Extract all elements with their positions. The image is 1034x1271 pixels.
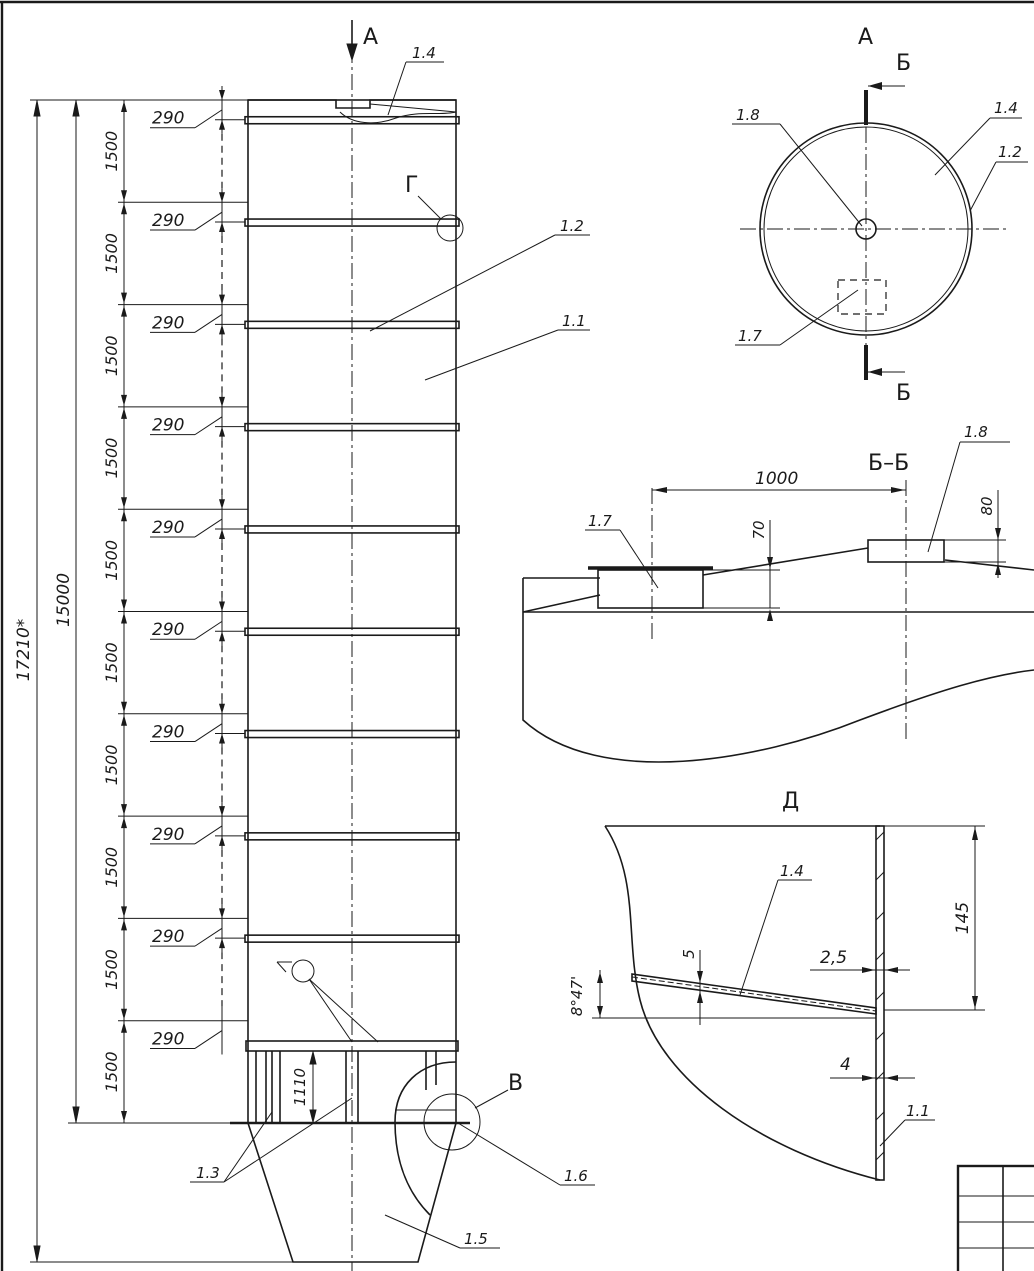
ring-offset-dimension: 290 <box>152 313 184 333</box>
section-spacing-dimension: 1500 <box>102 642 121 683</box>
ring-offset-dimension: 290 <box>152 109 184 129</box>
detail-v-label: В <box>508 1071 523 1096</box>
section-spacing-dimension: 1500 <box>102 131 121 172</box>
section-spacing-dimension: 1500 <box>102 745 121 786</box>
top-label-nozzle: 1.8 <box>736 106 760 124</box>
detail-wall-dimension: 4 <box>840 1055 851 1075</box>
section-label-hatch: 1.7 <box>588 512 612 530</box>
section-distance-dimension: 1000 <box>755 469 798 489</box>
section-bb: Б–Б 1000 70 80 1.7 <box>522 423 1034 763</box>
section-spacing-dimension: 1500 <box>102 335 121 376</box>
detail-d-title: Д <box>782 789 799 814</box>
ring-offset-dimension: 290 <box>152 927 184 947</box>
view-a-title: А <box>858 25 873 50</box>
ring-offset-dimension: 290 <box>152 620 184 640</box>
section-spacing-dimension: 1500 <box>102 438 121 479</box>
ring-offset-dimension: 290 <box>152 518 184 538</box>
part-label-cone: 1.5 <box>464 1230 488 1248</box>
ring-offset-dimension: 290 <box>152 211 184 231</box>
top-label-roof: 1.4 <box>994 99 1018 117</box>
part-label-shell: 1.1 <box>562 312 586 330</box>
part-label-pipe: 1.6 <box>564 1167 588 1185</box>
detail-plate-dimension: 5 <box>680 949 698 959</box>
detail-d-marker <box>291 959 315 983</box>
ring-offset-dimension: 290 <box>152 825 184 845</box>
support-ring <box>245 1040 459 1052</box>
section-spacing-dimension: 1500 <box>102 233 121 274</box>
detail-label-roof: 1.4 <box>780 862 804 880</box>
detail-v-marker <box>423 1093 481 1151</box>
support-legs <box>255 1051 437 1123</box>
detail-roof-plate <box>631 973 877 1015</box>
detail-gap-dimension: 2,5 <box>820 948 847 968</box>
section-label-nozzle: 1.8 <box>964 423 988 441</box>
section-dimension-chain: 290 290 290 290 290 290 290 290 290 290 1500 1500 15… <box>102 86 248 1124</box>
section-nozzle-dimension: 80 <box>978 496 996 515</box>
title-block <box>956 1164 1034 1271</box>
detail-g-label: Г <box>405 173 418 198</box>
overall-height-dimension: 17210* <box>14 619 34 682</box>
section-bb-outline <box>522 578 1034 763</box>
detail-angle-dimension: 8°47' <box>568 976 586 1016</box>
leg-height-dimension: 1110 <box>291 1068 309 1106</box>
ring-offset-dimension: 290 <box>152 723 184 743</box>
detail-wall <box>875 825 885 1181</box>
main-view-leaders: 1.4 1.2 1.1 1.3 1.6 1.5 <box>190 44 595 1249</box>
section-spacing-dimension: 1500 <box>102 540 121 581</box>
top-hatch <box>837 279 887 315</box>
section-spacing-dimension: 1500 <box>102 847 121 888</box>
section-spacing-dimension: 1500 <box>102 949 121 990</box>
section-hatch <box>597 569 704 609</box>
ring-offset-dimension: 290 <box>152 1029 184 1049</box>
section-hatch-dimension: 70 <box>750 520 768 539</box>
view-a-top: А Б Б 1.8 1.4 1.2 1.7 <box>732 25 1028 406</box>
detail-d: Д 145 5 2, <box>568 789 985 1181</box>
discharge-pipe <box>394 1061 457 1216</box>
top-label-ring: 1.2 <box>998 143 1022 161</box>
detail-label-shell: 1.1 <box>906 1102 930 1120</box>
detail-height-dimension: 145 <box>953 902 973 934</box>
top-label-hatch: 1.7 <box>738 327 762 345</box>
detail-g-marker <box>436 214 464 242</box>
shell-height-dimension: 15000 <box>54 573 74 627</box>
roof-break-line <box>339 111 457 124</box>
ring-offset-dimension: 290 <box>152 416 184 436</box>
part-label-ring: 1.2 <box>560 217 584 235</box>
main-elevation-view: 290 290 290 290 290 290 290 290 290 290 1500 1500 15… <box>14 20 595 1271</box>
part-label-legs: 1.3 <box>196 1164 220 1182</box>
section-spacing-dimension: 1500 <box>102 1051 121 1092</box>
section-b-top-label: Б <box>896 51 911 76</box>
section-b-bottom-label: Б <box>896 381 911 406</box>
section-bb-title: Б–Б <box>868 451 909 476</box>
part-label-roof: 1.4 <box>412 44 436 62</box>
wall-hatching <box>875 831 885 1161</box>
view-a-arrow-label: А <box>363 25 378 50</box>
roof-plate <box>248 99 456 109</box>
